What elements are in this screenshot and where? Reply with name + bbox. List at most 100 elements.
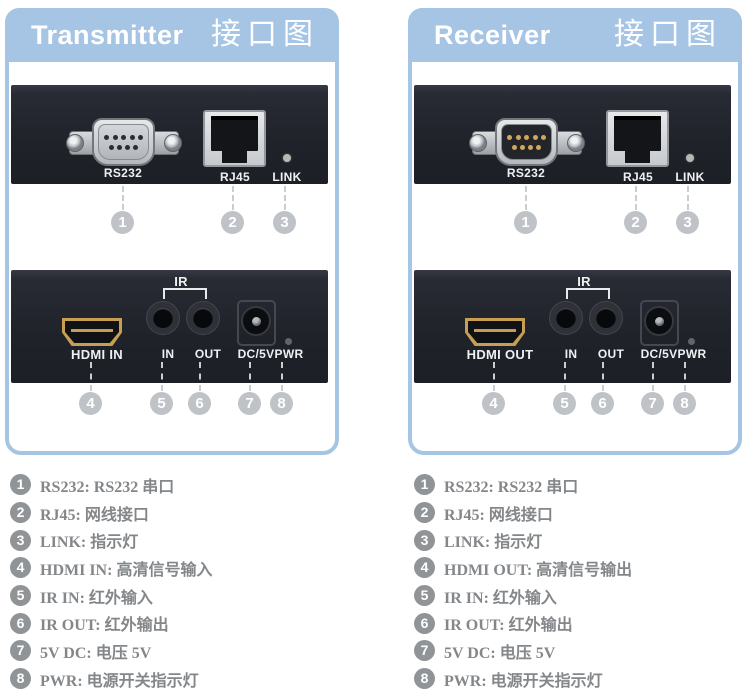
ir-in-label: IN [161,347,175,361]
legend-number: 5 [414,585,435,607]
ir-group-label: IR [577,274,591,289]
transmitter-header: Transmitter 接口图 [5,8,339,62]
transmitter-card: Transmitter 接口图 RS232 RJ45 LINK [5,8,339,455]
transmitter-front-panel: IR HDMI IN IN OUT DC/5V PWR [11,270,328,383]
legend-number: 7 [414,640,435,662]
legend-label: IR IN: 红外输入 [444,589,557,607]
legend-label: RS232: RS232 串口 [444,478,579,496]
legend-label: RS232: RS232 串口 [40,478,175,496]
callout-4: 4 [79,392,102,415]
leader-line [161,362,163,391]
legend-item: 4 HDMI IN: 高清信号输入 [10,554,360,582]
rj45-label: RJ45 [220,170,250,184]
legend-item: 6 IR OUT: 红外输出 [414,609,743,637]
callout-3: 3 [676,211,699,234]
legend-number: 2 [414,502,435,524]
legend-label: PWR: 电源开关指示灯 [444,672,603,690]
ir-bracket [566,288,610,299]
link-label: LINK [272,170,302,184]
legend-label: 5V DC: 电压 5V [40,644,152,662]
legend-label: IR OUT: 红外输出 [40,617,169,635]
ir-out-jack [186,301,220,335]
leader-line [199,362,201,391]
transmitter-title-zh: 接口图 [211,18,319,51]
legend-number: 7 [10,640,31,662]
hdmi-tongue [71,329,113,332]
legend-item: 3 LINK: 指示灯 [10,526,360,554]
callout-1: 1 [111,211,134,234]
legend-item: 4 HDMI OUT: 高清信号输出 [414,554,743,582]
legend-item: 2 RJ45: 网线接口 [10,499,360,527]
receiver-header: Receiver 接口图 [408,8,742,62]
legend-label: IR OUT: 红外输出 [444,617,573,635]
rj45-clip-slot [222,150,247,163]
legend-number: 8 [414,668,435,690]
leader-line [284,186,286,210]
legend-number: 5 [10,585,31,607]
callout-7: 7 [641,392,664,415]
receiver-legend: 1 RS232: RS232 串口 2 RJ45: 网线接口 3 LINK: 指… [414,471,743,693]
ir-in-jack [146,301,180,335]
ir-bracket [163,288,207,299]
callout-3: 3 [273,211,296,234]
dc-jack [644,306,674,336]
rs232-face [98,124,149,160]
receiver-card: Receiver 接口图 RS232 RJ45 LINK [408,8,742,455]
legend-number: 2 [10,502,31,524]
legend-label: HDMI IN: 高清信号输入 [40,561,213,579]
link-label: LINK [675,170,705,184]
legend-item: 1 RS232: RS232 串口 [414,471,743,499]
legend-number: 1 [10,474,31,496]
legend-item: 8 PWR: 电源开关指示灯 [10,665,360,693]
leader-line [652,362,654,391]
legend-number: 3 [10,529,31,551]
ir-out-label: OUT [194,347,222,361]
legend-number: 6 [414,612,435,634]
legend-label: PWR: 电源开关指示灯 [40,672,199,690]
leader-line [525,186,527,210]
legend-item: 8 PWR: 电源开关指示灯 [414,665,743,693]
rj45-socket [211,116,258,151]
rs232-screw-icon [469,134,487,152]
leader-line [564,362,566,391]
rs232-screw-icon [164,134,182,152]
rs232-female-port [92,118,155,166]
ir-in-jack [549,301,583,335]
legend-item: 1 RS232: RS232 串口 [10,471,360,499]
legend-number: 6 [10,612,31,634]
rs232-label: RS232 [506,166,546,180]
rs232-label: RS232 [103,166,143,180]
legend-item: 5 IR IN: 红外输入 [10,582,360,610]
ir-out-label: OUT [597,347,625,361]
leader-line [687,186,689,210]
dc-jack-frame [237,300,276,346]
legend-label: LINK: 指示灯 [40,534,139,552]
legend-item: 5 IR IN: 红外输入 [414,582,743,610]
callout-5: 5 [150,392,173,415]
legend-number: 4 [414,557,435,579]
leader-line [232,186,234,210]
rj45-socket [614,116,661,151]
leader-line [493,362,495,391]
rs232-male-port [495,118,558,166]
rj45-port [203,110,266,167]
legend-item: 7 5V DC: 电压 5V [414,637,743,665]
leader-line [281,362,283,391]
legend-number: 3 [414,529,435,551]
pwr-label: PWR [274,347,304,361]
transmitter-legend: 1 RS232: RS232 串口 2 RJ45: 网线接口 3 LINK: 指… [10,471,360,693]
link-led [686,154,694,162]
legend-item: 6 IR OUT: 红外输出 [10,609,360,637]
legend-label: LINK: 指示灯 [444,534,543,552]
ir-out-jack [589,301,623,335]
callout-4: 4 [482,392,505,415]
callout-5: 5 [553,392,576,415]
transmitter-title: Transmitter [31,19,184,50]
legend-label: IR IN: 红外输入 [40,589,153,607]
receiver-front-panel: IR HDMI OUT IN OUT DC/5V PWR [414,270,731,383]
pwr-led [285,338,292,345]
legend-item: 3 LINK: 指示灯 [414,526,743,554]
legend-item: 2 RJ45: 网线接口 [414,499,743,527]
rs232-screw-icon [567,134,585,152]
dc-label: DC/5V [237,347,275,361]
